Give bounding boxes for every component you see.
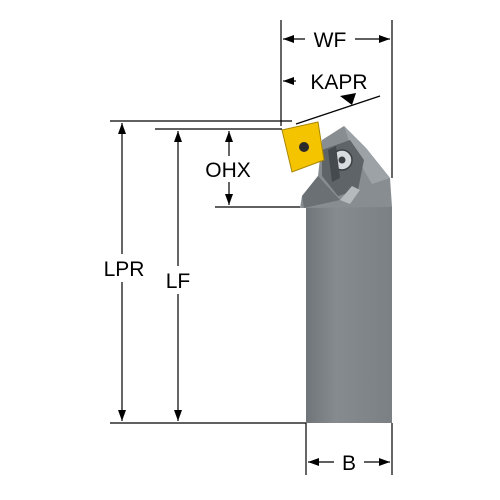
shank xyxy=(306,207,392,423)
insert-hole xyxy=(299,142,309,152)
lpr-dimension: LPR xyxy=(96,123,152,421)
head-facet-light xyxy=(344,126,390,184)
chip-groove xyxy=(340,186,360,204)
head-facet-dark xyxy=(302,176,340,208)
kapr-label: KAPR xyxy=(310,71,367,94)
lf-dimension: LF xyxy=(160,131,196,421)
ohx-dimension: OHX xyxy=(190,131,266,205)
kapr-dimension: KAPR xyxy=(283,68,380,105)
extension-lines xyxy=(110,20,393,475)
wf-dimension: WF xyxy=(283,26,390,52)
lf-label: LF xyxy=(166,270,191,293)
tool-holder xyxy=(281,121,392,423)
b-label: B xyxy=(342,452,356,475)
clamp-lever xyxy=(328,146,340,182)
b-dimension: B xyxy=(308,449,390,475)
ohx-label: OHX xyxy=(205,159,251,182)
clamp-screw-center xyxy=(338,156,346,164)
wf-label: WF xyxy=(314,29,347,52)
lpr-label: LPR xyxy=(104,258,145,281)
